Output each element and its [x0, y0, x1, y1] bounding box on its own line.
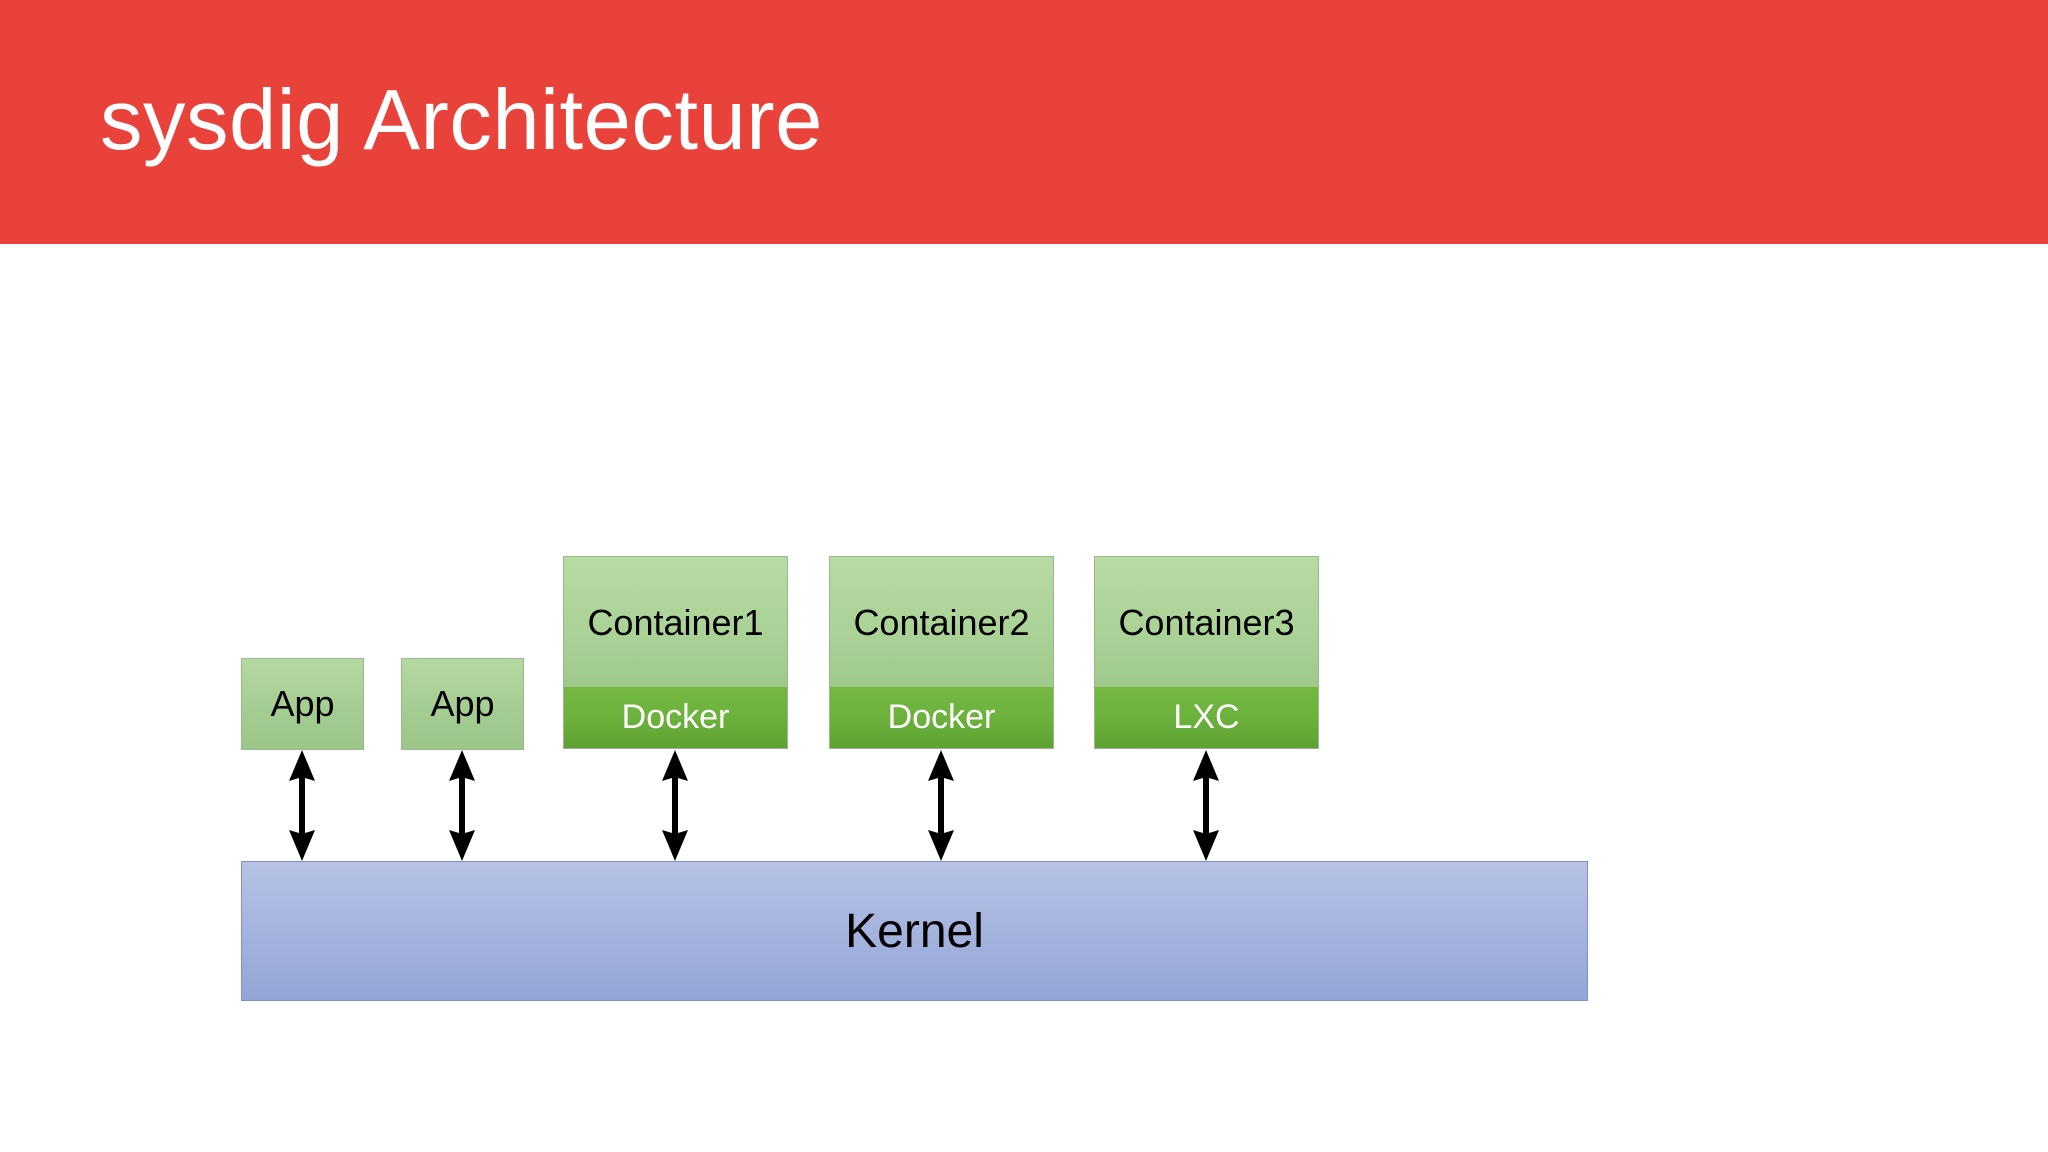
arrow-container1-kernel — [662, 750, 688, 861]
container-box-1: Container1 Docker — [563, 556, 788, 749]
app-box-label: App — [430, 683, 495, 724]
container-name-area: Container2 — [830, 557, 1053, 689]
container-name-area: Container3 — [1095, 557, 1318, 689]
slide-title: sysdig Architecture — [100, 73, 823, 168]
container-runtime-area: Docker — [564, 687, 787, 748]
container-label: Container2 — [853, 601, 1030, 643]
container-runtime-area: LXC — [1095, 687, 1318, 748]
container-runtime-label: Docker — [621, 698, 730, 736]
title-banner: sysdig Architecture — [0, 0, 2048, 244]
arrow-container2-kernel — [928, 750, 954, 861]
app-box-1: App — [241, 658, 364, 750]
container-label: Container1 — [587, 601, 764, 643]
container-runtime-label: LXC — [1173, 698, 1240, 736]
app-box-label: App — [270, 683, 335, 724]
kernel-box: Kernel — [241, 861, 1588, 1001]
app-box-2: App — [401, 658, 524, 750]
container-box-2: Container2 Docker — [829, 556, 1054, 749]
arrow-app1-kernel — [289, 750, 315, 861]
architecture-diagram: App App Container1 Docker Container2 Doc… — [0, 244, 2048, 1152]
container-runtime-area: Docker — [830, 687, 1053, 748]
arrow-container3-kernel — [1193, 750, 1219, 861]
kernel-label: Kernel — [845, 904, 984, 958]
container-name-area: Container1 — [564, 557, 787, 689]
container-box-3: Container3 LXC — [1094, 556, 1319, 749]
container-label: Container3 — [1118, 601, 1295, 643]
container-runtime-label: Docker — [887, 698, 996, 736]
arrow-app2-kernel — [449, 750, 475, 861]
